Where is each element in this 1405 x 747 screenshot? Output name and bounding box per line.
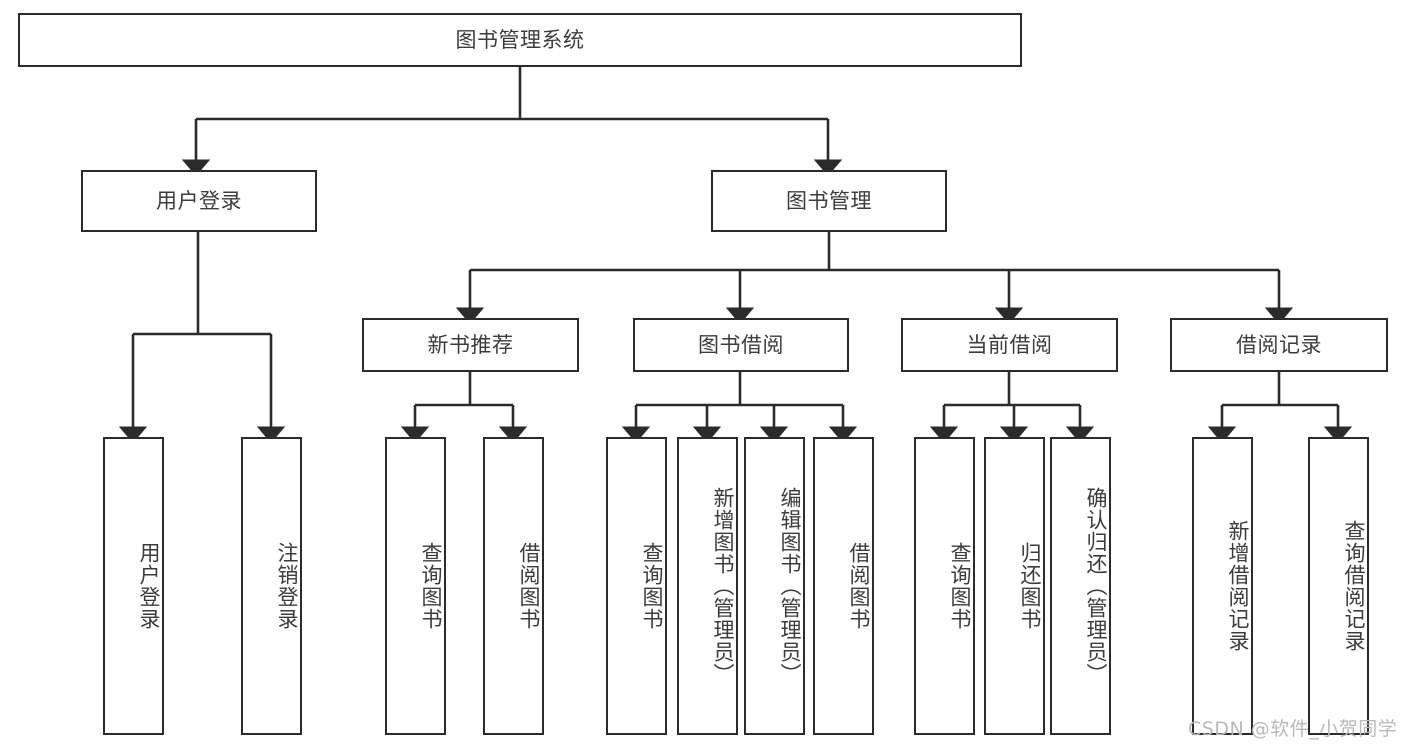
node-leaf-edit-book[interactable]: 编辑图书（管理员） — [744, 437, 805, 735]
node-book-borrow-label: 图书借阅 — [698, 332, 784, 357]
node-leaf-query-book-br-label: 查询图书 — [640, 542, 664, 630]
node-leaf-add-book[interactable]: 新增图书（管理员） — [677, 437, 738, 735]
node-leaf-query-record[interactable]: 查询借阅记录 — [1308, 437, 1369, 735]
node-book-manage[interactable]: 图书管理 — [711, 170, 947, 232]
node-leaf-borrow-book-rec-label: 借阅图书 — [517, 542, 541, 630]
node-leaf-query-book-rec-label: 查询图书 — [419, 542, 443, 630]
node-leaf-return-book-label: 归还图书 — [1018, 542, 1042, 630]
node-book-borrow[interactable]: 图书借阅 — [633, 318, 849, 372]
node-leaf-borrow-book-br-label: 借阅图书 — [847, 542, 871, 630]
node-leaf-confirm-return-label: 确认归还（管理员） — [1084, 487, 1108, 685]
node-leaf-add-book-label: 新增图书（管理员） — [711, 487, 735, 685]
node-leaf-user-login[interactable]: 用户登录 — [103, 437, 164, 735]
node-user-login-label: 用户登录 — [156, 188, 242, 213]
node-borrow-record-label: 借阅记录 — [1236, 332, 1322, 357]
node-leaf-query-book-rec[interactable]: 查询图书 — [385, 437, 446, 735]
node-leaf-edit-book-label: 编辑图书（管理员） — [778, 487, 802, 685]
node-leaf-query-record-label: 查询借阅记录 — [1342, 520, 1366, 652]
node-borrow-record[interactable]: 借阅记录 — [1170, 318, 1388, 372]
node-leaf-borrow-book-rec[interactable]: 借阅图书 — [483, 437, 544, 735]
node-leaf-add-record-label: 新增借阅记录 — [1226, 520, 1250, 652]
node-leaf-query-book-br[interactable]: 查询图书 — [606, 437, 667, 735]
node-leaf-logout-label: 注销登录 — [275, 542, 299, 630]
node-leaf-user-login-label: 用户登录 — [137, 542, 161, 630]
node-current-borrow[interactable]: 当前借阅 — [901, 318, 1118, 372]
node-user-login[interactable]: 用户登录 — [81, 170, 317, 232]
node-leaf-add-record[interactable]: 新增借阅记录 — [1192, 437, 1253, 735]
node-leaf-borrow-book-br[interactable]: 借阅图书 — [813, 437, 874, 735]
node-leaf-logout[interactable]: 注销登录 — [241, 437, 302, 735]
node-root[interactable]: 图书管理系统 — [18, 13, 1022, 67]
node-new-book-rec-label: 新书推荐 — [427, 332, 514, 357]
node-leaf-query-book-cb-label: 查询图书 — [948, 542, 972, 630]
node-current-borrow-label: 当前借阅 — [966, 332, 1053, 357]
node-leaf-confirm-return[interactable]: 确认归还（管理员） — [1050, 437, 1111, 735]
watermark-text: CSDN @软件_小贺同学 — [1188, 718, 1398, 740]
node-book-manage-label: 图书管理 — [786, 188, 872, 213]
node-root-label: 图书管理系统 — [455, 27, 585, 52]
node-new-book-rec[interactable]: 新书推荐 — [362, 318, 579, 372]
node-leaf-return-book[interactable]: 归还图书 — [984, 437, 1045, 735]
node-leaf-query-book-cb[interactable]: 查询图书 — [914, 437, 975, 735]
